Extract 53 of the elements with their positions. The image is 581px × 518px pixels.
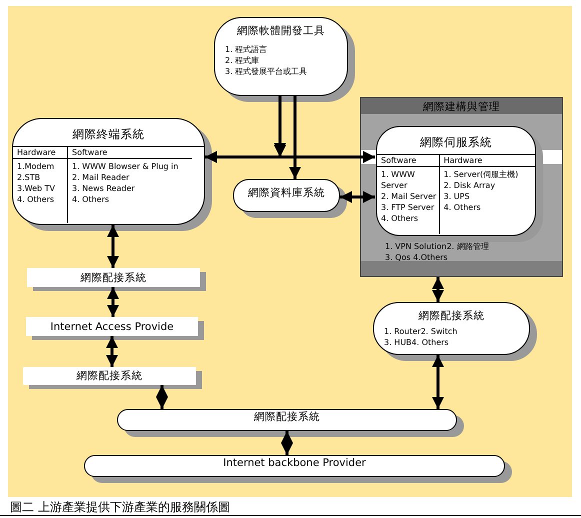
arrow: [281, 431, 293, 455]
box-title: 網際配接系統: [76, 369, 142, 383]
box-title: 網際資料庫系統: [247, 186, 326, 200]
caption: 圖二 上游產業提供下游產業的服務關係圖: [10, 499, 230, 516]
table-header: Hardware: [440, 155, 535, 167]
box-title: 網際終端系統: [72, 127, 146, 142]
list-item: 1.Modem: [17, 161, 56, 172]
list-item: 3. News Reader: [72, 183, 136, 194]
arrow: [106, 336, 118, 367]
list-item: 1. WWW Blowser & Plug in: [72, 161, 180, 172]
box-title: 網際軟體開發工具: [236, 24, 326, 38]
panel: [360, 97, 563, 277]
band-box: [27, 268, 200, 287]
panel-title: 網際建構與管理: [422, 100, 501, 114]
table-header: Software: [377, 155, 439, 167]
list-item: 4. Others: [381, 213, 420, 224]
list-item: 1. Router2. Switch: [384, 326, 458, 337]
box-title: 網際伺服系統: [419, 135, 493, 150]
box-title: Internet backbone Provider: [222, 457, 367, 469]
list-item: 3. HUB4. Others: [384, 337, 450, 348]
arrow: [289, 96, 301, 179]
list-item: 3. 程式發展平台或工具: [225, 66, 308, 77]
arrow: [107, 225, 119, 268]
table-header: Hardware: [13, 147, 67, 159]
list-item: 3. FTP Server: [381, 202, 436, 213]
list-item: 1. Server(伺服主機): [444, 169, 520, 180]
list-item: 2. Disk Array: [444, 180, 496, 191]
list-item: 2.STB: [17, 172, 42, 183]
list-item: 2. Mail Server: [381, 191, 438, 202]
list-item: 1. 程式語言: [225, 44, 268, 55]
box-title: 網際配接系統: [253, 410, 321, 424]
list-item: 1. WWW Server: [381, 169, 416, 191]
arrow: [432, 355, 444, 409]
list-item: 2. Mail Reader: [72, 172, 130, 183]
list-item: 3. Qos 4.Others: [385, 252, 449, 263]
box-title: 網際配接系統: [80, 270, 146, 284]
arrow: [107, 287, 119, 317]
arrow: [432, 277, 444, 302]
list-item: 1. VPN Solution2. 網路管理: [385, 241, 489, 252]
list-item: 3. UPS: [444, 191, 471, 202]
arrow: [340, 191, 375, 203]
arrow: [274, 96, 375, 163]
band-box: [23, 367, 196, 385]
list-item: 4. Others: [444, 202, 482, 213]
box-title: 網際配接系統: [418, 309, 486, 323]
box-title: Internet Access Provide: [50, 320, 174, 332]
band-box: [26, 317, 198, 336]
table-header: Software: [68, 147, 192, 159]
list-item: 4. Others: [72, 194, 110, 205]
arrow: [156, 385, 168, 409]
list-item: 3.Web TV: [17, 183, 56, 194]
list-item: 2. 程式庫: [225, 55, 260, 66]
list-item: 4. Others: [17, 194, 56, 205]
